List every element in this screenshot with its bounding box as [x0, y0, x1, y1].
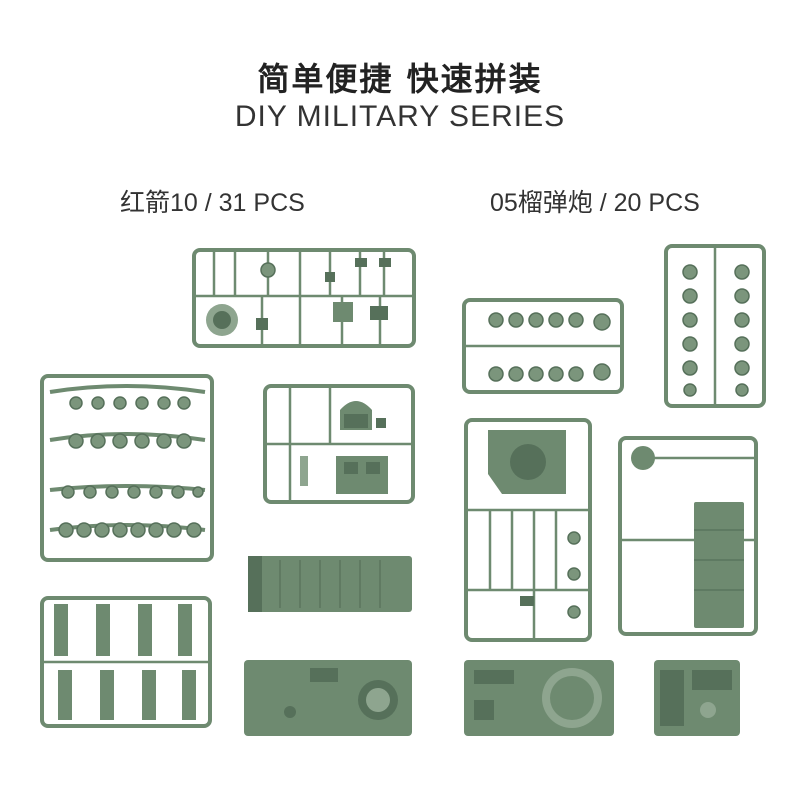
hull-block-right — [654, 660, 740, 736]
headline-chinese: 简单便捷 快速拼装 — [257, 60, 543, 98]
hull-body-right — [464, 660, 614, 736]
sprue-tracks-wheels — [40, 374, 214, 562]
sprue-side-plate — [618, 436, 758, 636]
sprue-turret — [263, 384, 415, 504]
kit-label-right: 05榴弹炮 / 20 PCS — [490, 189, 700, 217]
hull-body-left — [244, 660, 412, 736]
hull-plate-long — [248, 556, 412, 612]
sprue-track-links — [40, 596, 212, 728]
sprue-top-small — [192, 248, 416, 348]
headline-english: DIY MILITARY SERIES — [234, 100, 566, 133]
sprue-road-wheels — [462, 298, 624, 394]
sprue-vertical-wheels — [664, 244, 766, 408]
kit-label-left: 红箭10 / 31 PCS — [120, 189, 305, 217]
sprue-gun-turret — [464, 418, 592, 642]
